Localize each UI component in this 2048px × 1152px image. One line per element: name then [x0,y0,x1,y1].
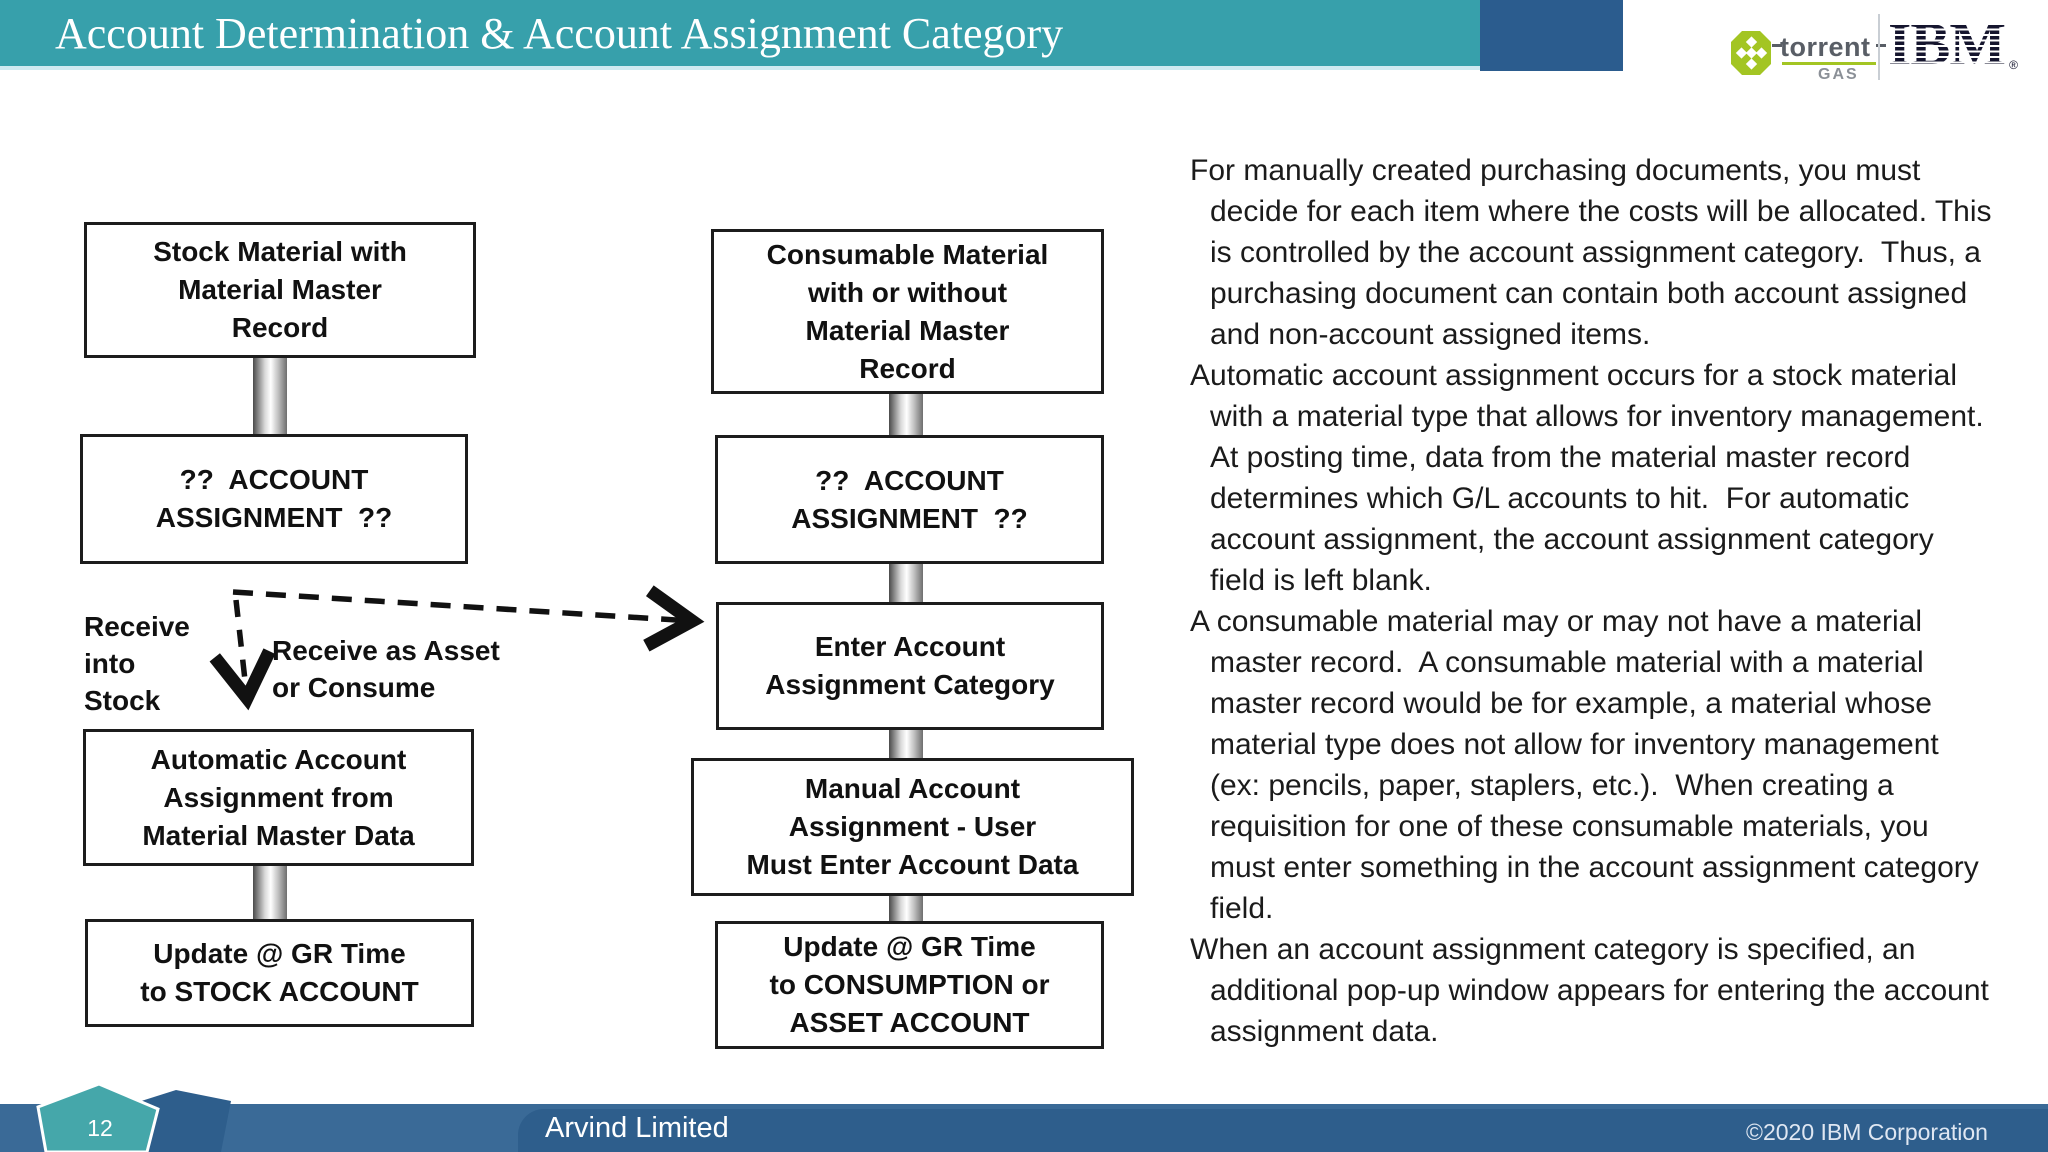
header-bar [0,0,1480,66]
torrent-wordmark: torrent [1780,32,1871,62]
torrent-gas-icon [1731,31,1771,75]
flow-box-stock-material: Stock Material with Material Master Reco… [84,222,476,358]
company-name: Arvind Limited [545,1112,729,1144]
flow-box-consumable-material: Consumable Material with or without Mate… [711,229,1104,394]
footer-pentagon-teal [36,1082,160,1152]
page-number: 12 [87,1115,113,1141]
torrent-dash-right [1876,44,1886,47]
torrent-gas-logo: torrent GAS [1730,28,1886,83]
paragraph-consumable-material: A consumable material may or may not hav… [1190,605,1988,925]
arrow-receive-as-asset [232,585,705,652]
footer-tab-shape [518,1109,2048,1152]
flow-box-manual-account-assignment: Manual Account Assignment - User Must En… [691,758,1134,896]
logo-divider [1878,14,1880,80]
torrent-dash-left [1772,44,1782,47]
ibm-wordmark: IBM [1888,11,2006,77]
flow-box-enter-account-assignment-category: Enter Account Assignment Category [716,602,1104,730]
body-text: For manually created purchasing document… [1190,150,1995,1052]
page-title: Account Determination & Account Assignme… [55,9,1064,58]
paragraph-account-assignment-category: For manually created purchasing document… [1190,154,2000,351]
arrow-receive-into-stock [209,599,276,711]
flow-connector [253,350,287,436]
copyright-text: ©2020 IBM Corporation [1746,1119,1988,1145]
flow-box-update-consumption-asset-account: Update @ GR Time to CONSUMPTION or ASSET… [715,921,1104,1049]
flow-box-account-assignment-left: ?? ACCOUNT ASSIGNMENT ?? [80,434,468,564]
torrent-green-underline [1782,62,1876,65]
label-receive-as-asset: Receive as Asset or Consume [272,635,500,703]
footer-pentagon-navy [135,1090,231,1152]
header-accent-block [1480,0,1623,71]
header-underline [0,66,1480,70]
torrent-gas-label: GAS [1818,66,1859,83]
flow-box-automatic-account-assignment: Automatic Account Assignment from Materi… [83,729,474,866]
footer-pentagons [36,1082,231,1152]
label-receive-into-stock: Receive into Stock [84,611,190,716]
flow-connector [889,556,923,604]
flow-box-update-stock-account: Update @ GR Time to STOCK ACCOUNT [85,919,474,1027]
flow-box-account-assignment-right: ?? ACCOUNT ASSIGNMENT ?? [715,435,1104,564]
flow-connector [889,386,923,437]
paragraph-automatic-assignment: Automatic account assignment occurs for … [1190,359,1999,597]
ibm-logo: IBM ® [1888,14,2018,80]
flow-connector [253,858,287,921]
paragraph-popup-window: When an account assignment category is s… [1190,933,1998,1048]
ibm-registered-mark: ® [2009,58,2018,72]
